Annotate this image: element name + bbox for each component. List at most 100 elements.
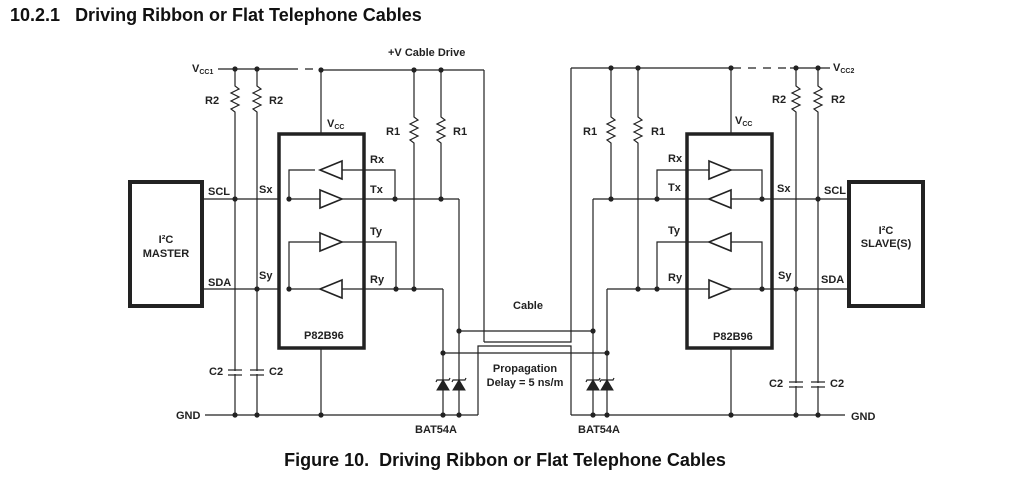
r1-label: R1 <box>386 126 400 138</box>
c2-label: C2 <box>769 378 783 390</box>
c2-label: C2 <box>209 366 223 378</box>
p82b96-ic-right <box>685 132 774 350</box>
master-label-line1: I²C <box>159 234 174 246</box>
vcc-label-left: VCC <box>327 118 344 131</box>
vcc1-label: VCC1 <box>192 63 213 76</box>
junction <box>793 412 799 418</box>
junction <box>793 286 799 292</box>
r2-label: R2 <box>205 95 219 107</box>
r1-resistor <box>605 68 617 199</box>
sda-label: SDA <box>208 277 231 289</box>
cable-drive-conductor <box>484 68 572 343</box>
junction <box>728 412 734 418</box>
cap-gap <box>790 383 824 386</box>
diode-cathode <box>451 377 467 383</box>
junction <box>286 286 292 292</box>
left-side <box>128 66 485 418</box>
junction <box>232 196 238 202</box>
junction <box>590 412 596 418</box>
junction <box>318 412 324 418</box>
cable-label: Cable <box>513 300 543 312</box>
diode-cathode <box>599 377 615 383</box>
rx-buffer <box>317 159 343 181</box>
wire <box>342 241 397 289</box>
r1-resistor <box>408 70 420 289</box>
wire <box>288 241 320 289</box>
bat54a-label-right: BAT54A <box>578 424 620 436</box>
c2-label: C2 <box>830 378 844 390</box>
tx-buffer <box>706 188 732 210</box>
wire <box>288 169 315 199</box>
section-title: 10.2.1 Driving Ribbon or Flat Telephone … <box>10 5 422 26</box>
r2-label: R2 <box>772 94 786 106</box>
junction <box>815 412 821 418</box>
r2-label: R2 <box>269 95 283 107</box>
bat54a-diode <box>600 379 614 391</box>
slave-label-line1: I²C <box>879 225 894 237</box>
section-number: 10.2.1 <box>10 5 61 25</box>
wire <box>342 169 396 199</box>
r1-resistor <box>435 70 447 199</box>
junction <box>456 412 462 418</box>
scl-label: SCL <box>208 186 230 198</box>
ic-name-left: P82B96 <box>304 330 344 342</box>
propagation-label-line1: Propagation <box>493 363 557 375</box>
ty-buffer <box>706 231 732 253</box>
ry-buffer <box>317 278 343 300</box>
ry-label: Ry <box>668 272 683 284</box>
junction <box>604 412 610 418</box>
tx-buffer <box>319 188 345 210</box>
junction <box>393 286 399 292</box>
r2-label: R2 <box>831 94 845 106</box>
tx-label: Tx <box>370 184 384 196</box>
ic-name-right: P82B96 <box>713 331 753 343</box>
diode-cathode <box>585 377 601 383</box>
cable-gnd-conductor <box>477 345 572 415</box>
scl-label: SCL <box>824 185 846 197</box>
gnd-label-left: GND <box>176 410 201 422</box>
diode-cathode <box>435 377 451 383</box>
r1-label: R1 <box>453 126 467 138</box>
sy-label: Sy <box>778 270 792 282</box>
rx-label: Rx <box>668 153 683 165</box>
cap-gap <box>230 371 264 374</box>
ry-buffer <box>708 278 734 300</box>
sda-label: SDA <box>821 274 844 286</box>
bat54a-label-left: BAT54A <box>415 424 457 436</box>
junction <box>286 196 292 202</box>
ry-label: Ry <box>370 274 385 286</box>
junction <box>232 412 238 418</box>
junction <box>608 196 614 202</box>
bat54a-diode <box>586 379 600 391</box>
wire <box>656 169 709 199</box>
r2-resistor <box>812 68 824 415</box>
junction <box>440 412 446 418</box>
wire <box>731 241 763 289</box>
i2c-slave-block <box>847 180 925 308</box>
junction <box>815 196 821 202</box>
junction <box>392 196 398 202</box>
i2c-master-block <box>128 180 204 308</box>
ty-label: Ty <box>668 225 681 237</box>
junction <box>759 286 765 292</box>
junction <box>635 286 641 292</box>
sx-label: Sx <box>259 184 273 196</box>
propagation-label-line2: Delay = 5 ns/m <box>487 377 564 389</box>
r1-label: R1 <box>583 126 597 138</box>
tx-label: Tx <box>668 182 682 194</box>
vcc-label-right: VCC <box>735 115 752 128</box>
sy-label: Sy <box>259 270 273 282</box>
gnd-label-right: GND <box>851 411 876 423</box>
bat54a-diode <box>436 379 450 391</box>
ty-buffer <box>319 231 345 253</box>
r1-label: R1 <box>651 126 665 138</box>
junction <box>254 412 260 418</box>
rx-buffer <box>708 159 734 181</box>
cable-drive-label: +V Cable Drive <box>388 47 465 59</box>
r2-resistor <box>251 69 263 415</box>
junction <box>438 196 444 202</box>
rx-label: Rx <box>370 154 385 166</box>
figure-caption: Figure 10. Driving Ribbon or Flat Teleph… <box>284 450 726 470</box>
master-label-line2: MASTER <box>143 248 190 260</box>
